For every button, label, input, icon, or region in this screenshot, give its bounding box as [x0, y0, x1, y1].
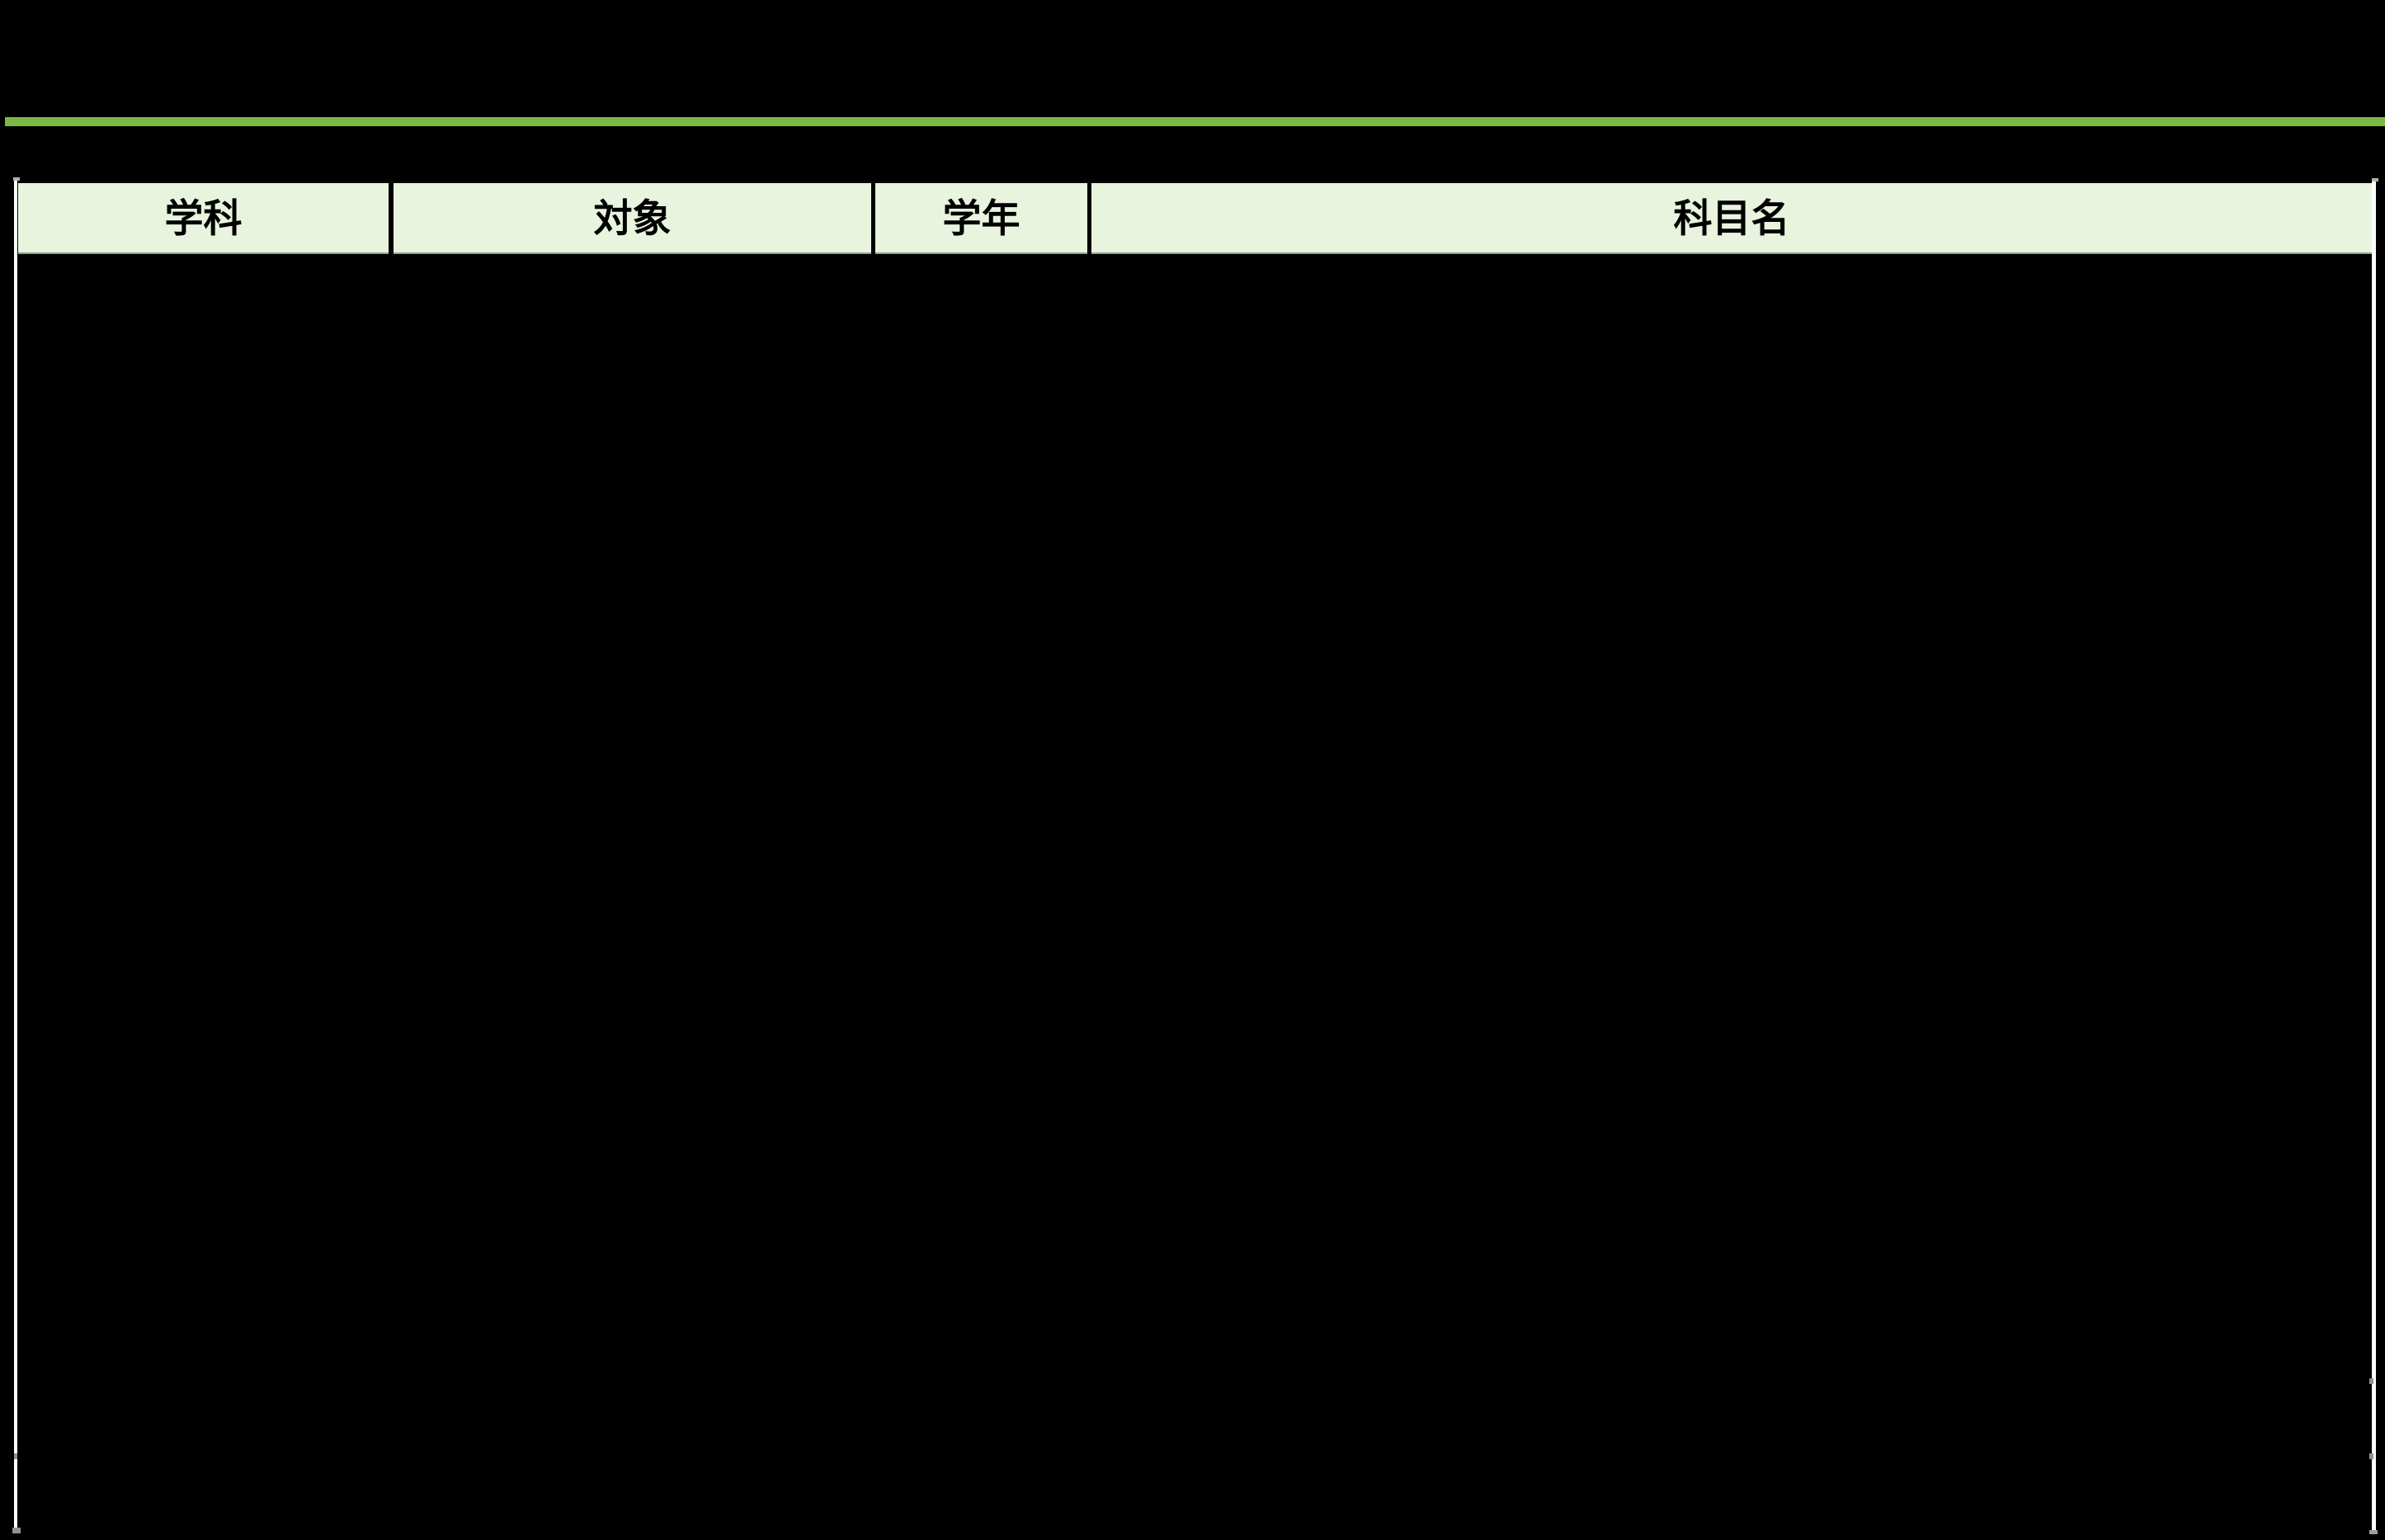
- header-cell-grade: 学年: [875, 183, 1087, 254]
- table-right-border: [2372, 180, 2376, 1530]
- green-accent-bar: [5, 117, 2385, 126]
- table-corner-tick-top-right: [2372, 178, 2378, 181]
- table-corner-tick-bottom-right: [2369, 1530, 2378, 1534]
- table-corner-tick-top-left: [13, 177, 20, 181]
- header-cell-target: 対象: [394, 183, 871, 254]
- table-corner-tick-bottom-left: [12, 1528, 21, 1533]
- row-divider-tick: [2369, 1453, 2373, 1459]
- table-body: [17, 254, 2372, 1530]
- header-cell-subject-name: 科目名: [1091, 183, 2372, 254]
- row-divider-tick: [2369, 1378, 2373, 1384]
- header-cell-department: 学科: [18, 183, 389, 254]
- table-left-border: [14, 180, 17, 1528]
- row-divider-tick: [14, 1453, 17, 1459]
